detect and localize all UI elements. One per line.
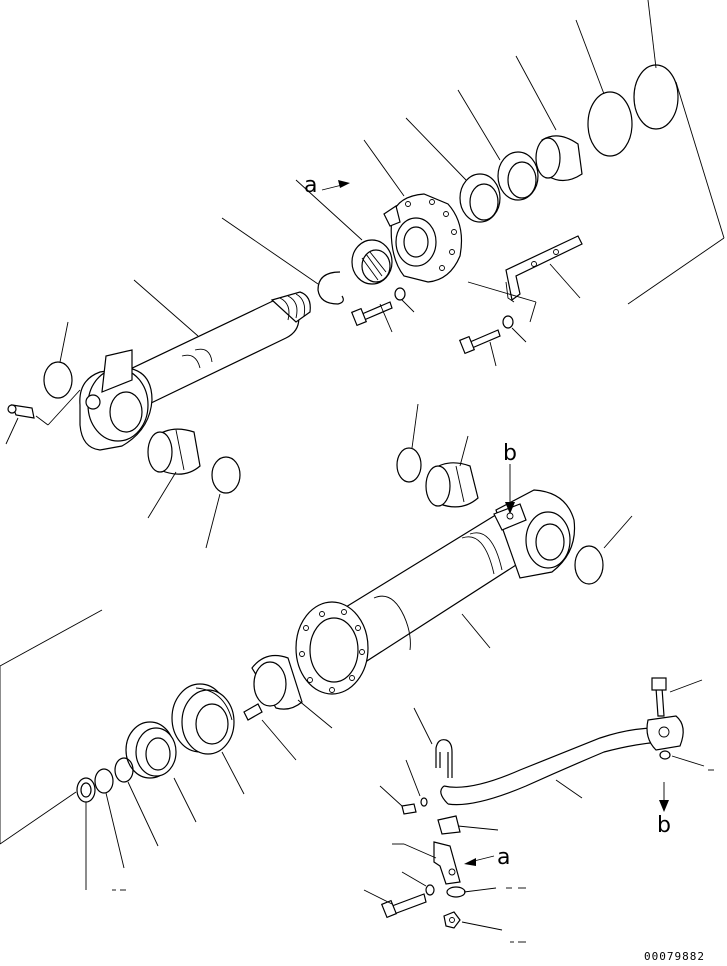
- o-ring-eye-a: [396, 447, 422, 483]
- backup-ring-small: [114, 757, 134, 783]
- flange-bolt: [651, 677, 667, 717]
- leader-lines: [0, 0, 725, 943]
- cushion-seal: [76, 777, 96, 803]
- tube-eye: [493, 489, 576, 579]
- wear-ring: [125, 721, 177, 779]
- cylinder-head: [383, 193, 463, 283]
- flange-o-ring: [659, 750, 671, 760]
- bracket-washer: [502, 315, 514, 329]
- rod-thread: [270, 291, 311, 323]
- ref-label-b-bottom: b: [657, 813, 671, 838]
- bracket-lockwasher: [425, 884, 435, 896]
- ref-arrow-a-top: a: [304, 173, 350, 198]
- tube-pipe: [440, 727, 661, 806]
- piston-ring-a: [251, 655, 303, 710]
- snap-ring: [317, 271, 344, 305]
- set-screw: [243, 703, 263, 721]
- rod-nut: [351, 239, 393, 285]
- rod-lug: [101, 349, 133, 393]
- pipe-flange: [646, 715, 684, 751]
- clamp: [437, 815, 461, 835]
- piston: [171, 683, 235, 755]
- head-bolt: [350, 301, 393, 327]
- rod-seal: [459, 173, 501, 223]
- bushing-eye: [425, 462, 479, 508]
- hose-bracket-bottom: [433, 841, 461, 885]
- backup-ring-top: [587, 91, 633, 157]
- dust-seal: [497, 151, 539, 201]
- piston-rod: [79, 291, 311, 451]
- u-bolt: [435, 739, 453, 778]
- bracket-washer-bottom: [446, 886, 466, 898]
- ref-arrow-b-top: b: [503, 441, 517, 514]
- o-ring-rod-eye: [43, 361, 73, 399]
- drawing-code: 00079882: [644, 950, 705, 963]
- clamp-bolt: [401, 803, 417, 815]
- o-ring-rod: [211, 456, 241, 494]
- bracket-bolt-bottom: [380, 893, 427, 919]
- ref-label-b-top: b: [503, 441, 517, 466]
- clamp-washer: [420, 797, 428, 807]
- hose-bracket-top: [505, 235, 583, 303]
- ref-label-a-top: a: [304, 173, 317, 198]
- o-ring-small: [94, 768, 114, 794]
- bushing-rod: [147, 428, 201, 475]
- hex-nut: [443, 911, 461, 929]
- o-ring-eye-b: [574, 545, 604, 585]
- bracket-bolt: [458, 329, 501, 355]
- grease-fitting: [7, 389, 81, 426]
- ref-arrow-b-bottom: b: [657, 782, 671, 838]
- o-ring-top: [633, 64, 679, 130]
- ref-arrow-a-bottom: a: [464, 845, 510, 870]
- head-washer: [394, 287, 406, 301]
- ref-label-a-bottom: a: [497, 845, 510, 870]
- bushing-top: [535, 135, 583, 182]
- cylinder-tube: [295, 498, 549, 695]
